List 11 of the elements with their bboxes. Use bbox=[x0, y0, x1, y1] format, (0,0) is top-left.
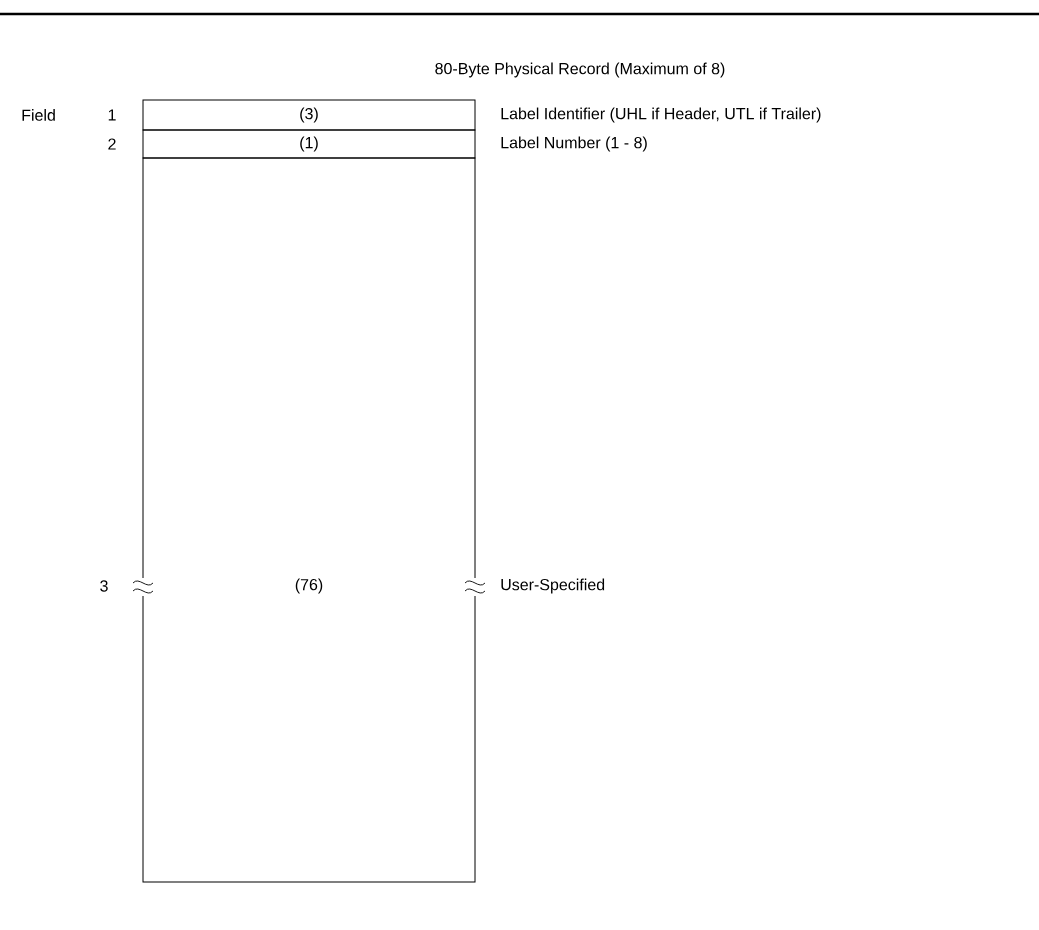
title: 80-Byte Physical Record (Maximum of 8) bbox=[435, 62, 725, 78]
label: Label Number (1 - 8) bbox=[501, 136, 647, 152]
field-box: (3) bbox=[142, 99, 476, 131]
field-box: (1) bbox=[142, 129, 476, 159]
label: Field bbox=[22, 109, 55, 121]
label: 1 bbox=[108, 109, 116, 121]
label: 2 bbox=[108, 138, 116, 150]
label: 3 bbox=[100, 580, 108, 592]
field-box: (76) bbox=[142, 157, 476, 883]
label: User-Specified bbox=[501, 578, 605, 594]
label: Label Identifier (UHL if Header, UTL if Trailer) bbox=[501, 107, 821, 123]
